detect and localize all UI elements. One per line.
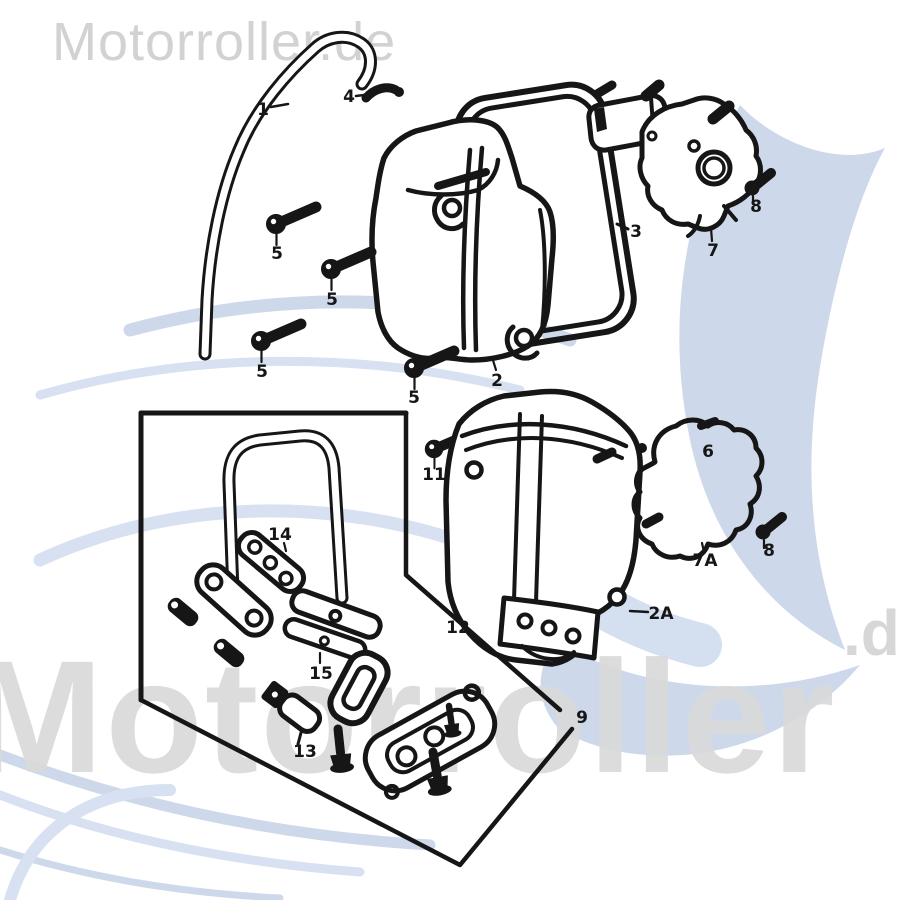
tube-clamp-part [361, 83, 404, 103]
callout-7A: 7A [693, 551, 719, 571]
inset-box [138, 410, 575, 868]
swoosh-arc-2 [35, 356, 525, 400]
callout-6: 6 [702, 442, 714, 462]
callout-leaders [269, 93, 714, 665]
callout-3: 3 [630, 222, 642, 242]
lower-head-cover-part [443, 388, 643, 667]
callout-5c: 5 [256, 362, 268, 382]
small-fittings [592, 79, 735, 125]
callout-5d: 5 [408, 388, 420, 408]
callout-9: 9 [576, 708, 588, 728]
callout-layer: 1 4 5 5 5 5 2 3 7 8 6 11 2A 7A 8 12 14 1… [256, 87, 775, 762]
foot-flange-part [194, 562, 274, 638]
swoosh-arc-5 [0, 790, 365, 877]
parts-layer [138, 30, 782, 868]
bottom-watermark-suffix: .de [843, 597, 900, 669]
callout-1: 1 [257, 100, 269, 120]
callout-2A: 2A [649, 604, 675, 624]
callout-11: 11 [422, 465, 446, 485]
upper-head-cover-part [369, 117, 557, 363]
callout-4: 4 [343, 87, 355, 107]
callout-5b: 5 [326, 290, 338, 310]
spacer-bushings [167, 597, 245, 668]
callout-13: 13 [293, 742, 317, 762]
callout-15: 15 [309, 664, 333, 684]
pin-13-part [261, 680, 323, 746]
callout-8a: 8 [750, 197, 762, 217]
plate-14-part [235, 530, 307, 594]
callout-2: 2 [491, 371, 503, 391]
gasket-leader-dash [615, 222, 630, 231]
swoosh-wing-right [679, 105, 885, 650]
callout-14: 14 [268, 525, 292, 545]
swoosh-arc-3 [33, 504, 477, 567]
callout-8b: 8 [763, 541, 775, 561]
mount-plate-15-part [282, 588, 383, 661]
swoosh-tail-bottom [540, 642, 860, 756]
swoosh-arc-7 [4, 784, 176, 900]
dowel-6-part [697, 417, 719, 430]
swoosh-arc-4 [0, 749, 436, 851]
u-pipe-part [222, 429, 349, 605]
lower-gasket-part [631, 417, 765, 561]
callout-5a: 5 [271, 244, 283, 264]
breather-tube-part [198, 30, 377, 361]
callout-12: 12 [446, 618, 470, 638]
callout-7: 7 [707, 241, 719, 261]
grommet-part [327, 649, 391, 727]
